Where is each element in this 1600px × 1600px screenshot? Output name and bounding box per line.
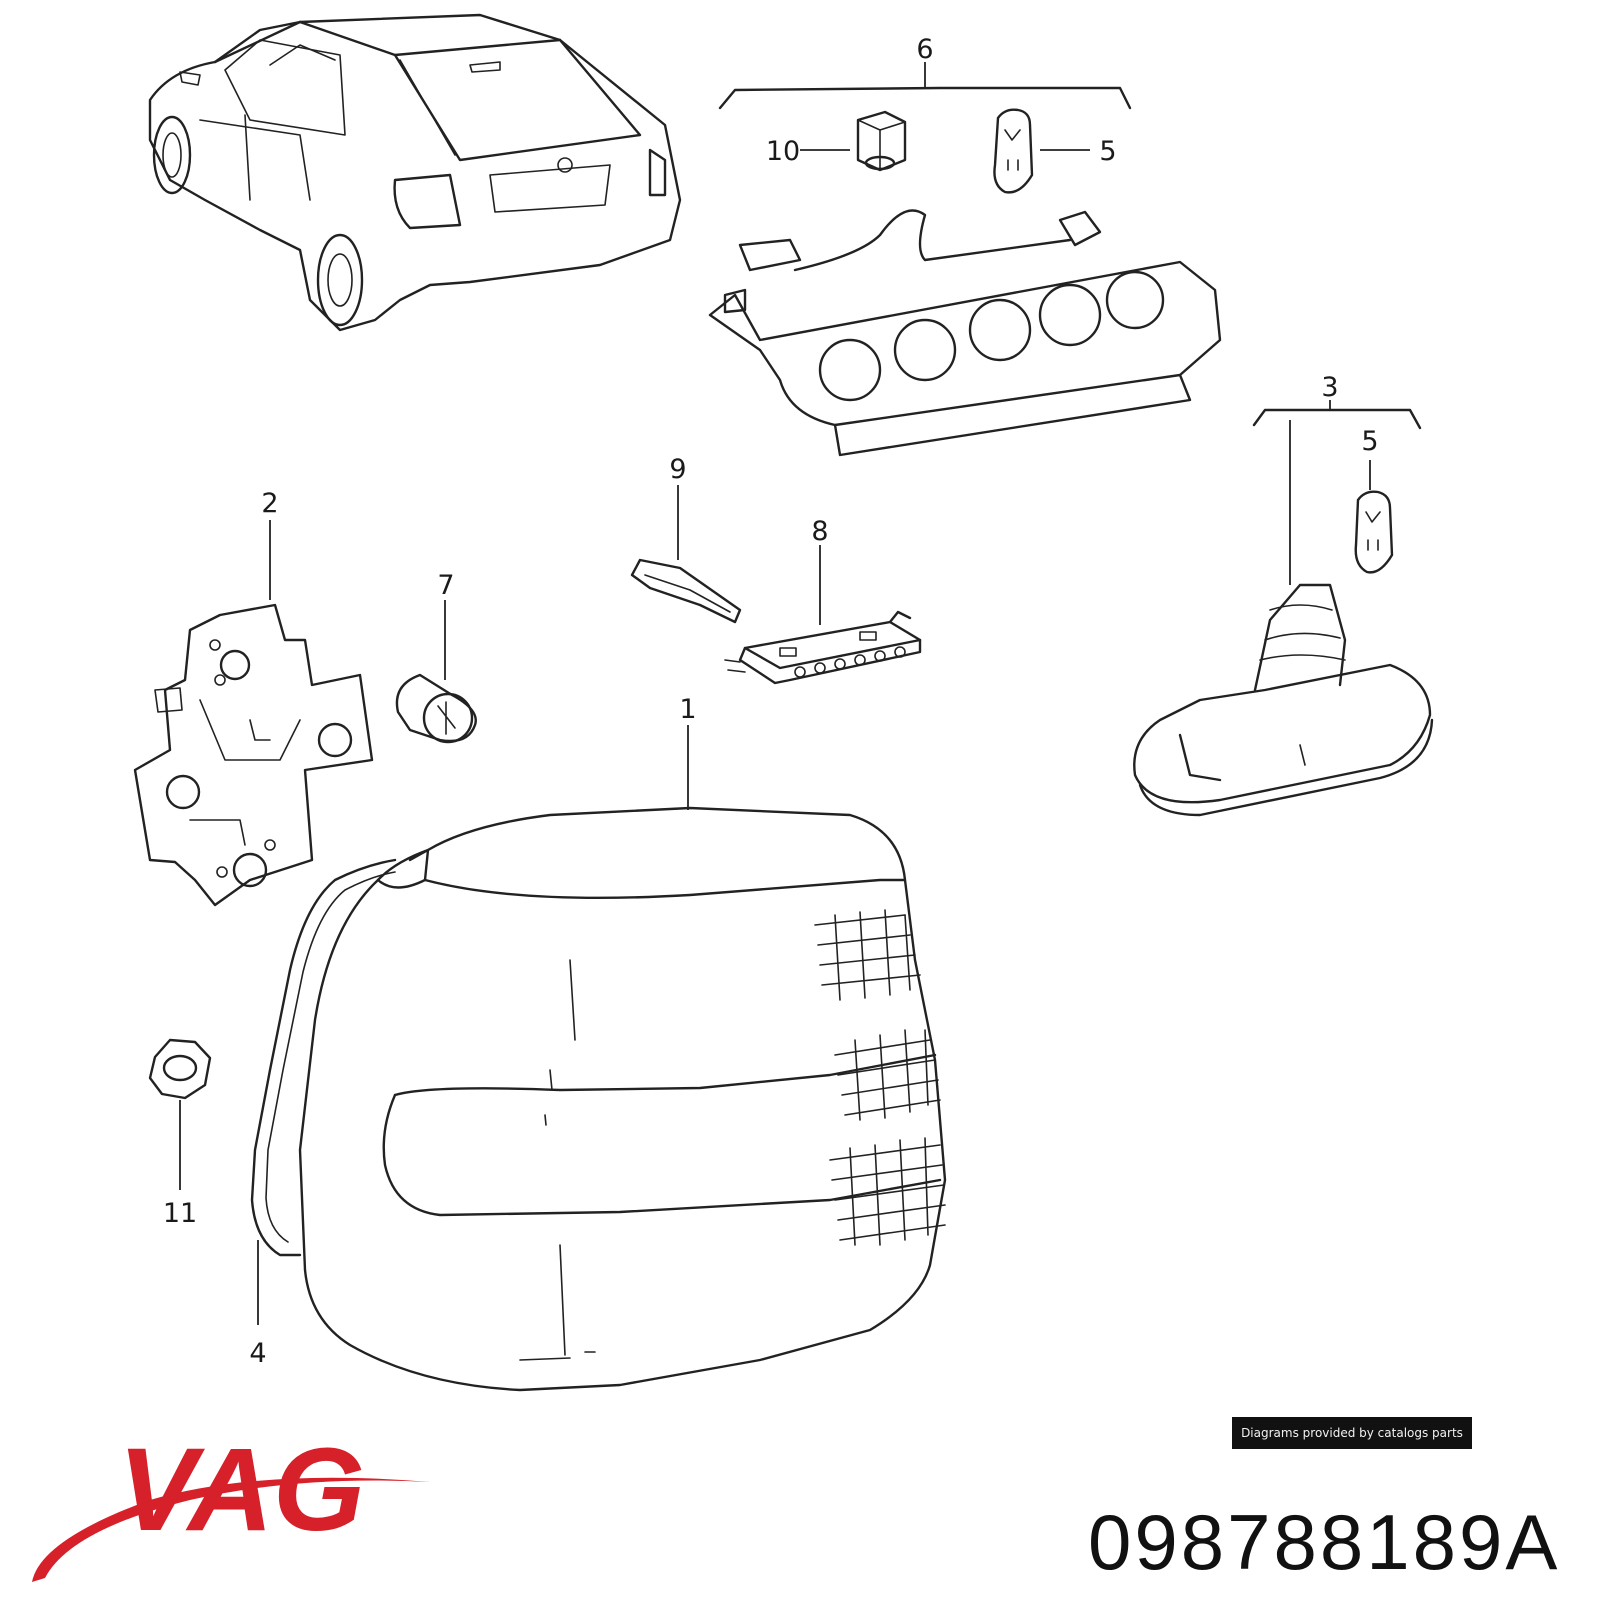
wedge-bulb-right-illustration: [1354, 460, 1394, 574]
bayonet-bulb-illustration: [395, 600, 477, 744]
callout-2: 2: [261, 488, 278, 519]
callout-9: 9: [669, 454, 686, 485]
callout-5-upper: 5: [1099, 136, 1116, 167]
wedge-bulb-upper-illustration: [993, 108, 1090, 194]
callout-1: 1: [679, 694, 696, 725]
hex-nut-illustration: [148, 1038, 212, 1190]
third-brake-light-illustration: [708, 62, 1222, 457]
gasket-illustration: [250, 858, 397, 1325]
contact-clip-illustration: [630, 485, 742, 624]
part-number: 098788189A: [1088, 1498, 1561, 1586]
callout-10: 10: [766, 136, 800, 167]
diagram-credit-badge: Diagrams provided by catalogs parts: [1232, 1417, 1472, 1449]
vag-logo: VAG: [32, 1424, 430, 1582]
callout-5-right: 5: [1361, 426, 1378, 457]
callout-11: 11: [163, 1198, 197, 1229]
vag-logo-text: VAG: [118, 1424, 365, 1556]
callout-3: 3: [1321, 372, 1338, 403]
callout-6: 7: [437, 570, 454, 601]
tail-light-illustration: [298, 725, 947, 1392]
circuit-board-illustration: [724, 545, 922, 685]
callout-7: 6: [916, 34, 933, 65]
bulb-holder-plate-illustration: [133, 520, 374, 907]
licence-plate-lamp-illustration: [1133, 400, 1434, 817]
callout-4: 4: [249, 1338, 266, 1369]
grommet-illustration: [800, 110, 907, 172]
car-overview-illustration: [148, 13, 682, 332]
callout-8: 8: [811, 516, 828, 547]
